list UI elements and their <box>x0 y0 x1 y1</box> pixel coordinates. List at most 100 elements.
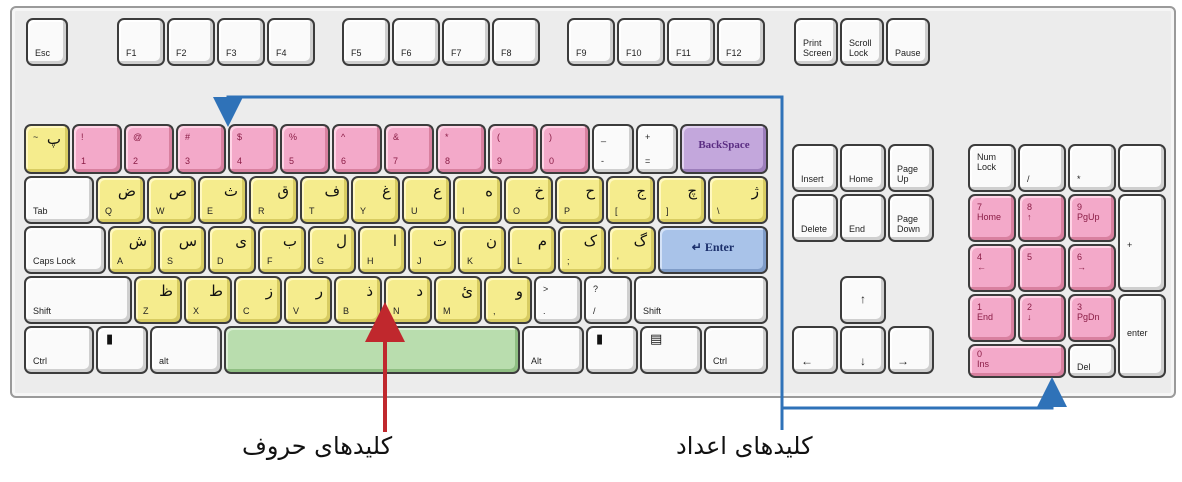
key-enter[interactable]: ↵ Enter <box>658 226 768 274</box>
key-windows-right[interactable]: ▮ <box>586 326 638 374</box>
key-end[interactable]: End <box>840 194 886 242</box>
key-kp-del[interactable]: Del <box>1068 344 1116 378</box>
key-kp-6[interactable]: 6 → <box>1068 244 1116 292</box>
key-print-screen[interactable]: Print Screen <box>794 18 838 66</box>
key-arrow-right[interactable]: → <box>888 326 934 374</box>
key-slash[interactable]: ?/ <box>584 276 632 324</box>
key-kp-1[interactable]: 1 End <box>968 294 1016 342</box>
key-0[interactable]: )0 <box>540 124 590 174</box>
key-8[interactable]: *8 <box>436 124 486 174</box>
key-f3[interactable]: F3 <box>217 18 265 66</box>
key-shift-right[interactable]: Shift <box>634 276 768 324</box>
key-page-up[interactable]: Page Up <box>888 144 934 192</box>
key-backspace[interactable]: BackSpace <box>680 124 768 174</box>
key-arrow-left[interactable]: ← <box>792 326 838 374</box>
key-kp-0[interactable]: 0 Ins <box>968 344 1066 378</box>
key-f7[interactable]: F7 <box>442 18 490 66</box>
key-semicolon[interactable]: ک; <box>558 226 606 274</box>
key-minus[interactable]: _- <box>592 124 634 174</box>
key-arrow-up[interactable]: ↑ <box>840 276 886 324</box>
key-f2[interactable]: F2 <box>167 18 215 66</box>
key-f8[interactable]: F8 <box>492 18 540 66</box>
key-f4[interactable]: F4 <box>267 18 315 66</box>
key-quote[interactable]: گ' <box>608 226 656 274</box>
key-delete[interactable]: Delete <box>792 194 838 242</box>
key-f11[interactable]: F11 <box>667 18 715 66</box>
key-shift-left[interactable]: Shift <box>24 276 132 324</box>
key-kp-8[interactable]: 8 ↑ <box>1018 194 1066 242</box>
key-6[interactable]: ^6 <box>332 124 382 174</box>
key-2[interactable]: @2 <box>124 124 174 174</box>
key-kp-enter[interactable]: enter <box>1118 294 1166 378</box>
key-f10[interactable]: F10 <box>617 18 665 66</box>
key-equals[interactable]: += <box>636 124 678 174</box>
key-backtick[interactable]: پ ~ <box>24 124 70 174</box>
key-esc[interactable]: Esc <box>26 18 68 66</box>
key-insert[interactable]: Insert <box>792 144 838 192</box>
key-kp-divide[interactable]: / <box>1018 144 1066 192</box>
key-ctrl-right[interactable]: Ctrl <box>704 326 768 374</box>
key-f5[interactable]: F5 <box>342 18 390 66</box>
key-f9[interactable]: F9 <box>567 18 615 66</box>
key-f6[interactable]: F6 <box>392 18 440 66</box>
key-period[interactable]: >. <box>534 276 582 324</box>
key-scroll-lock[interactable]: Scroll Lock <box>840 18 884 66</box>
key-alt-left[interactable]: alt <box>150 326 222 374</box>
key-kp-2[interactable]: 2 ↓ <box>1018 294 1066 342</box>
key-kp-9[interactable]: 9 PgUp <box>1068 194 1116 242</box>
key-page-down[interactable]: Page Down <box>888 194 934 242</box>
key-f1[interactable]: F1 <box>117 18 165 66</box>
key-kp-multiply[interactable]: * <box>1068 144 1116 192</box>
key-home[interactable]: Home <box>840 144 886 192</box>
key-kp-4[interactable]: 4 ← <box>968 244 1016 292</box>
key-bracket-right[interactable]: چ] <box>657 176 706 224</box>
key-backslash[interactable]: ژ\ <box>708 176 768 224</box>
key-9[interactable]: (9 <box>488 124 538 174</box>
key-comma[interactable]: و, <box>484 276 532 324</box>
key-caps-lock[interactable]: Caps Lock <box>24 226 106 274</box>
key-f12[interactable]: F12 <box>717 18 765 66</box>
key-alt-right[interactable]: Alt <box>522 326 584 374</box>
key-bracket-left[interactable]: ج[ <box>606 176 655 224</box>
key-kp-7[interactable]: 7 Home <box>968 194 1016 242</box>
key-1[interactable]: !1 <box>72 124 122 174</box>
key-kp-plus[interactable]: + <box>1118 194 1166 292</box>
key-tab[interactable]: Tab <box>24 176 94 224</box>
key-pause[interactable]: Pause <box>886 18 930 66</box>
key-4[interactable]: $4 <box>228 124 278 174</box>
key-num-lock[interactable]: Num Lock <box>968 144 1016 192</box>
key-kp-3[interactable]: 3 PgDn <box>1068 294 1116 342</box>
key-ctrl-left[interactable]: Ctrl <box>24 326 94 374</box>
key-arrow-down[interactable]: ↓ <box>840 326 886 374</box>
key-menu[interactable]: ▤ <box>640 326 702 374</box>
key-kp-minus[interactable] <box>1118 144 1166 192</box>
key-3[interactable]: #3 <box>176 124 226 174</box>
key-kp-5[interactable]: 5 <box>1018 244 1066 292</box>
key-5[interactable]: %5 <box>280 124 330 174</box>
key-windows-left[interactable]: ▮ <box>96 326 148 374</box>
